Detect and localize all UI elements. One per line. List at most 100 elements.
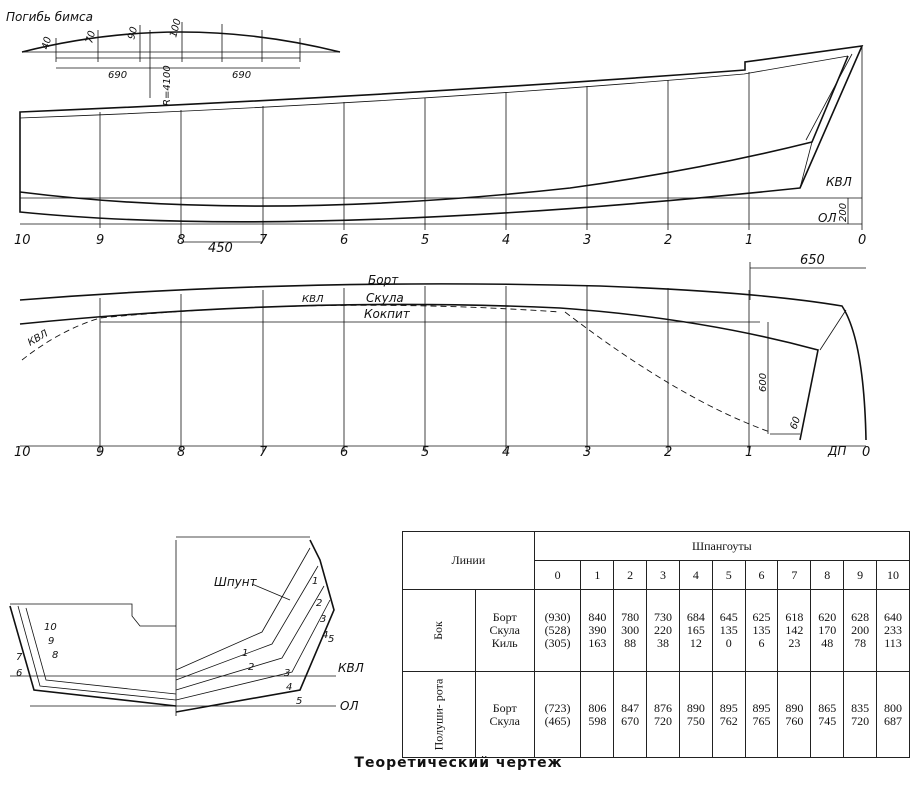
fwd-low-label-2: 2 bbox=[248, 662, 254, 673]
fwd-label-4: 4 bbox=[322, 630, 328, 641]
aft-label-8: 8 bbox=[52, 650, 58, 661]
fwd-low-label-3: 3 bbox=[284, 668, 290, 679]
table-cell: 640 233 113 bbox=[876, 589, 910, 672]
beam-camber-diagram: Погибь бимса 40 70 90 100 690 690 R=4100 bbox=[6, 10, 341, 106]
plan-station-label-3: 3 bbox=[583, 445, 591, 460]
station-spacing-label: 450 bbox=[208, 241, 233, 256]
plan-kvl-dashed-bow bbox=[564, 311, 771, 433]
plan-skula-label: Скула bbox=[366, 291, 404, 305]
fwd-label-2: 2 bbox=[316, 598, 322, 609]
aft-section-9 bbox=[17, 605, 177, 701]
aft-label-7: 7 bbox=[16, 652, 23, 663]
bow-dim-label: 650 bbox=[800, 253, 825, 268]
fwd-low-label-5: 5 bbox=[296, 696, 302, 707]
table-cell: 625 135 6 bbox=[744, 589, 779, 672]
plan-station-label-5: 5 bbox=[421, 445, 429, 460]
fwd-low-label-1: 1 bbox=[242, 648, 248, 659]
stem-inner bbox=[805, 53, 853, 141]
fwd-label-3: 3 bbox=[320, 614, 326, 625]
column-header: 8 bbox=[810, 560, 845, 590]
profile-station-label-1: 1 bbox=[745, 233, 753, 248]
table-cell: 618 142 23 bbox=[777, 589, 812, 672]
profile-station-label-9: 9 bbox=[96, 233, 104, 248]
table-cell: 895 765 bbox=[744, 671, 779, 758]
table-columns-row: 0 1 2 3 4 5 6 7 8 9 10 bbox=[403, 560, 910, 590]
table-cell: 890 760 bbox=[777, 671, 812, 758]
body-ol-label: ОЛ bbox=[340, 699, 358, 713]
beam-camber-title: Погибь бимса bbox=[6, 10, 93, 24]
table-cell: 684 165 12 bbox=[678, 589, 713, 672]
offsets-table: Линии Шпангоуты 0 1 2 3 4 5 6 7 8 9 10 Б… bbox=[402, 531, 911, 758]
column-header: 4 bbox=[678, 560, 713, 590]
profile-kvl-label: КВЛ bbox=[826, 175, 852, 189]
camber-value-2: 70 bbox=[84, 30, 98, 45]
drawing-caption: Теоретический чертеж bbox=[354, 755, 563, 771]
height-dim-label: 200 bbox=[838, 203, 849, 222]
column-header: 3 bbox=[646, 560, 680, 590]
table-cell: 835 720 bbox=[843, 671, 877, 758]
body-plan-view: Шпунт КВЛ ОЛ 10 9 8 7 6 1 2 3 4 5 1 2 3 … bbox=[9, 536, 364, 716]
plan-station-label-9: 9 bbox=[96, 445, 104, 460]
table-cell: 840 390 163 bbox=[580, 589, 615, 672]
plan-station-label-7: 7 bbox=[259, 445, 268, 460]
camber-span-2: 690 bbox=[232, 70, 251, 81]
plan-skula-line bbox=[19, 303, 819, 441]
plan-bort-label: Борт bbox=[368, 273, 399, 287]
table-row: Бок Борт Скула Киль (930) (528) (305) 84… bbox=[402, 589, 910, 672]
table-header-row: Линии Шпангоуты bbox=[402, 531, 911, 590]
plan-view: 650 600 60 Борт Скула КВЛ Кокпит КВЛ ДП … bbox=[14, 253, 870, 460]
profile-station-label-4: 4 bbox=[502, 233, 510, 248]
plan-dp-label: ДП bbox=[827, 444, 846, 458]
line-names: Борт Скула Киль bbox=[474, 589, 535, 672]
camber-value-4: 100 bbox=[168, 17, 184, 38]
aft-section-8 bbox=[25, 607, 177, 695]
dim-600-label: 600 bbox=[758, 373, 769, 392]
profile-station-label-10: 10 bbox=[14, 233, 31, 248]
plan-kvl-dashed bbox=[21, 304, 561, 361]
column-header: 5 bbox=[711, 560, 746, 590]
group-label: Полуши- рота bbox=[402, 671, 476, 758]
fwd-section-4 bbox=[175, 599, 331, 701]
plan-station-label-8: 8 bbox=[177, 445, 185, 460]
table-cell: 730 220 38 bbox=[646, 589, 680, 672]
column-header: 7 bbox=[777, 560, 812, 590]
plan-station-label-6: 6 bbox=[340, 445, 348, 460]
body-aft-deck bbox=[10, 603, 176, 627]
camber-value-1: 40 bbox=[40, 36, 54, 51]
table-cell: 806 598 bbox=[580, 671, 615, 758]
plan-station-label-2: 2 bbox=[664, 445, 672, 460]
table-cell: 628 200 78 bbox=[843, 589, 877, 672]
line-names: Борт Скула bbox=[474, 671, 535, 758]
aft-label-9: 9 bbox=[48, 636, 54, 647]
table-cell: 865 745 bbox=[810, 671, 845, 758]
stem-line bbox=[799, 141, 813, 189]
table-cell: 876 720 bbox=[646, 671, 680, 758]
profile-station-label-0: 0 bbox=[858, 233, 866, 248]
camber-value-3: 90 bbox=[126, 26, 140, 41]
aft-label-10: 10 bbox=[44, 622, 57, 633]
table-cell: 895 762 bbox=[711, 671, 746, 758]
chine-line bbox=[19, 55, 849, 207]
table-cell: 800 687 bbox=[876, 671, 910, 758]
table-cell: (930) (528) (305) bbox=[533, 589, 582, 672]
column-header: 2 bbox=[613, 560, 648, 590]
table-cell: 780 300 88 bbox=[613, 589, 648, 672]
table-cell: 620 170 48 bbox=[810, 589, 845, 672]
table-cell: (723) (465) bbox=[533, 671, 582, 758]
column-header: 10 bbox=[876, 560, 910, 590]
plan-bort-line bbox=[19, 283, 867, 441]
lines-header: Линии bbox=[402, 531, 535, 590]
group-label: Бок bbox=[402, 589, 476, 672]
camber-span-1: 690 bbox=[108, 70, 127, 81]
camber-arc bbox=[21, 31, 341, 53]
column-header: 9 bbox=[843, 560, 877, 590]
profile-station-label-8: 8 bbox=[177, 233, 185, 248]
fwd-label-5: 5 bbox=[328, 634, 334, 645]
frames-header: Шпангоуты bbox=[533, 531, 911, 561]
fwd-section-3 bbox=[175, 585, 325, 691]
plan-kvl-label: КВЛ bbox=[302, 294, 324, 305]
plan-bow-join bbox=[819, 309, 847, 351]
table-row: Полуши- рота Борт Скула (723) (465) 806 … bbox=[402, 671, 910, 758]
camber-radius: R=4100 bbox=[162, 65, 173, 106]
